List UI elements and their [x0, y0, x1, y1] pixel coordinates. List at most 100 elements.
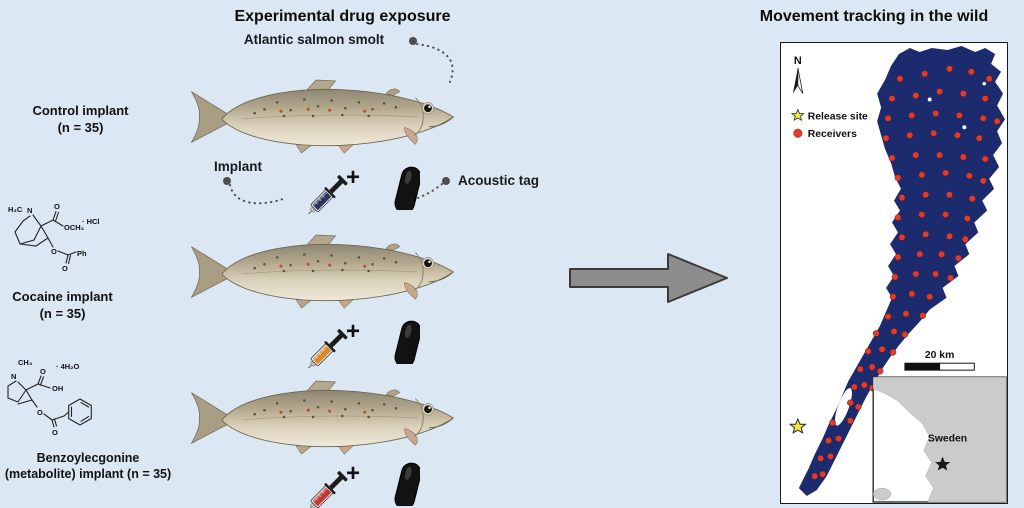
implant-callout-line: [229, 184, 287, 205]
benzo-h2o-label: · 4H₂O: [56, 362, 80, 371]
right-section-title: Movement tracking in the wild: [759, 8, 989, 25]
receivers-layer: [811, 65, 1001, 480]
compass-n-label: N: [794, 55, 802, 67]
receiver-dot: [908, 112, 916, 119]
receiver-dot: [964, 215, 971, 222]
receiver-dot: [884, 313, 892, 320]
benzo-o-low-label: O: [52, 428, 58, 437]
receiver-dot: [993, 118, 1001, 125]
receiver-dot: [912, 270, 920, 278]
tracking-map: N Release site Receivers 20 km: [788, 46, 1007, 503]
syringe-icon-control: [281, 144, 351, 214]
receiver-dot: [930, 129, 937, 137]
acoustic-tag-icon: [380, 456, 420, 506]
receiver-dot: [936, 151, 943, 159]
compass-needle-dark: [792, 67, 798, 94]
receiver-dot: [942, 169, 949, 177]
receiver-dot: [889, 293, 897, 301]
left-section-title: Experimental drug exposure: [234, 8, 451, 25]
receiver-dot: [894, 214, 902, 221]
scale-bar: 20 km: [904, 350, 975, 371]
release-site-marker: [788, 417, 807, 434]
receiver-dot: [967, 68, 975, 76]
cocaine-structure: H₃C N O OCH₃ · HCl O O Ph: [8, 202, 100, 273]
receiver-dot: [936, 88, 943, 95]
receiver-dot: [946, 191, 953, 199]
receiver-dot: [968, 195, 976, 202]
receiver-dot: [921, 70, 929, 78]
receiver-dot: [912, 151, 920, 159]
cocaine-o-top-label: O: [54, 202, 60, 211]
islet: [927, 97, 932, 102]
receiver-dot: [882, 134, 890, 142]
receiver-dot: [890, 328, 898, 335]
legend-receiver-icon: [793, 128, 803, 138]
receiver-dot: [872, 330, 880, 337]
cocaine-n-label: N: [27, 206, 32, 215]
receiver-dot: [856, 365, 864, 373]
receiver-dot: [898, 233, 906, 241]
cocaine-group-label-line1: Cocaine implant: [12, 289, 113, 304]
acoustic-tag-icon: [380, 160, 420, 210]
receiver-dot: [901, 331, 909, 338]
receiver-dot: [979, 177, 987, 185]
benzo-ch3-label: CH₃: [18, 358, 33, 367]
cocaine-hcl-label: · HCl: [82, 217, 100, 226]
receiver-dot: [942, 211, 949, 218]
receiver-dot: [932, 270, 939, 278]
receiver-dot: [975, 134, 983, 142]
compass-needle-light: [797, 67, 804, 94]
receiver-dot: [918, 211, 926, 218]
implant-callout-dot: [223, 177, 231, 185]
receiver-dot: [829, 419, 836, 426]
benzoylecgonine-group-label-line2: (metabolite) implant (n = 35): [4, 467, 172, 482]
syringe-icon-benzoylecgonine: [281, 440, 351, 508]
cocaine-h3c-label: H₃C: [8, 205, 23, 214]
receiver-dot: [817, 455, 824, 462]
receiver-dot: [922, 191, 930, 199]
receiver-dot: [894, 174, 902, 182]
receiver-dot: [864, 347, 872, 355]
receiver-dot: [876, 367, 884, 375]
implant-label: Implant: [213, 159, 262, 174]
tag-callout-line: [417, 183, 443, 199]
cocaine-structure-bonds: [14, 210, 77, 265]
plus-sign: +: [345, 460, 360, 487]
receiver-dot: [896, 75, 904, 83]
scale-bar-segment-light: [939, 362, 975, 371]
cocaine-group-label-line2: (n = 35): [39, 305, 86, 321]
benzoylecgonine-structure-bonds: [7, 375, 92, 428]
receiver-dot: [946, 233, 953, 240]
receiver-dot: [938, 250, 945, 258]
receiver-dot: [912, 92, 920, 99]
acoustic-tag-icon: [380, 314, 420, 364]
legend-release-star-icon: [790, 108, 805, 121]
receiver-dot: [827, 453, 834, 460]
receiver-dot: [906, 131, 914, 139]
receiver-dot: [955, 254, 962, 262]
inset-map: Sweden: [872, 376, 1007, 503]
receiver-dot: [860, 381, 868, 389]
receiver-dot: [919, 312, 927, 319]
receiver-dot: [888, 154, 896, 162]
tracking-map-panel: N Release site Receivers 20 km: [780, 42, 1008, 504]
receiver-dot: [894, 253, 902, 261]
flow-arrow: [569, 253, 728, 303]
receiver-dot: [918, 171, 926, 179]
receiver-dot: [954, 131, 961, 139]
inset-study-site-star: [934, 456, 951, 471]
receiver-dot: [884, 115, 892, 122]
atlantic-salmon-smolt-label: Atlantic salmon smolt: [243, 32, 385, 47]
receiver-dot: [981, 155, 989, 163]
benzo-o-top-label: O: [40, 367, 46, 376]
receiver-dot: [878, 346, 886, 353]
receiver-dot: [960, 153, 967, 161]
lake-water: [798, 46, 1006, 497]
receiver-dot: [819, 470, 826, 478]
receiver-dot: [835, 435, 842, 442]
receiver-dot: [908, 290, 916, 298]
receiver-dot: [956, 112, 963, 119]
benzo-o-mid-label: O: [37, 408, 43, 417]
cocaine-och3-label: OCH₃: [64, 223, 85, 232]
receiver-dot: [979, 115, 987, 122]
